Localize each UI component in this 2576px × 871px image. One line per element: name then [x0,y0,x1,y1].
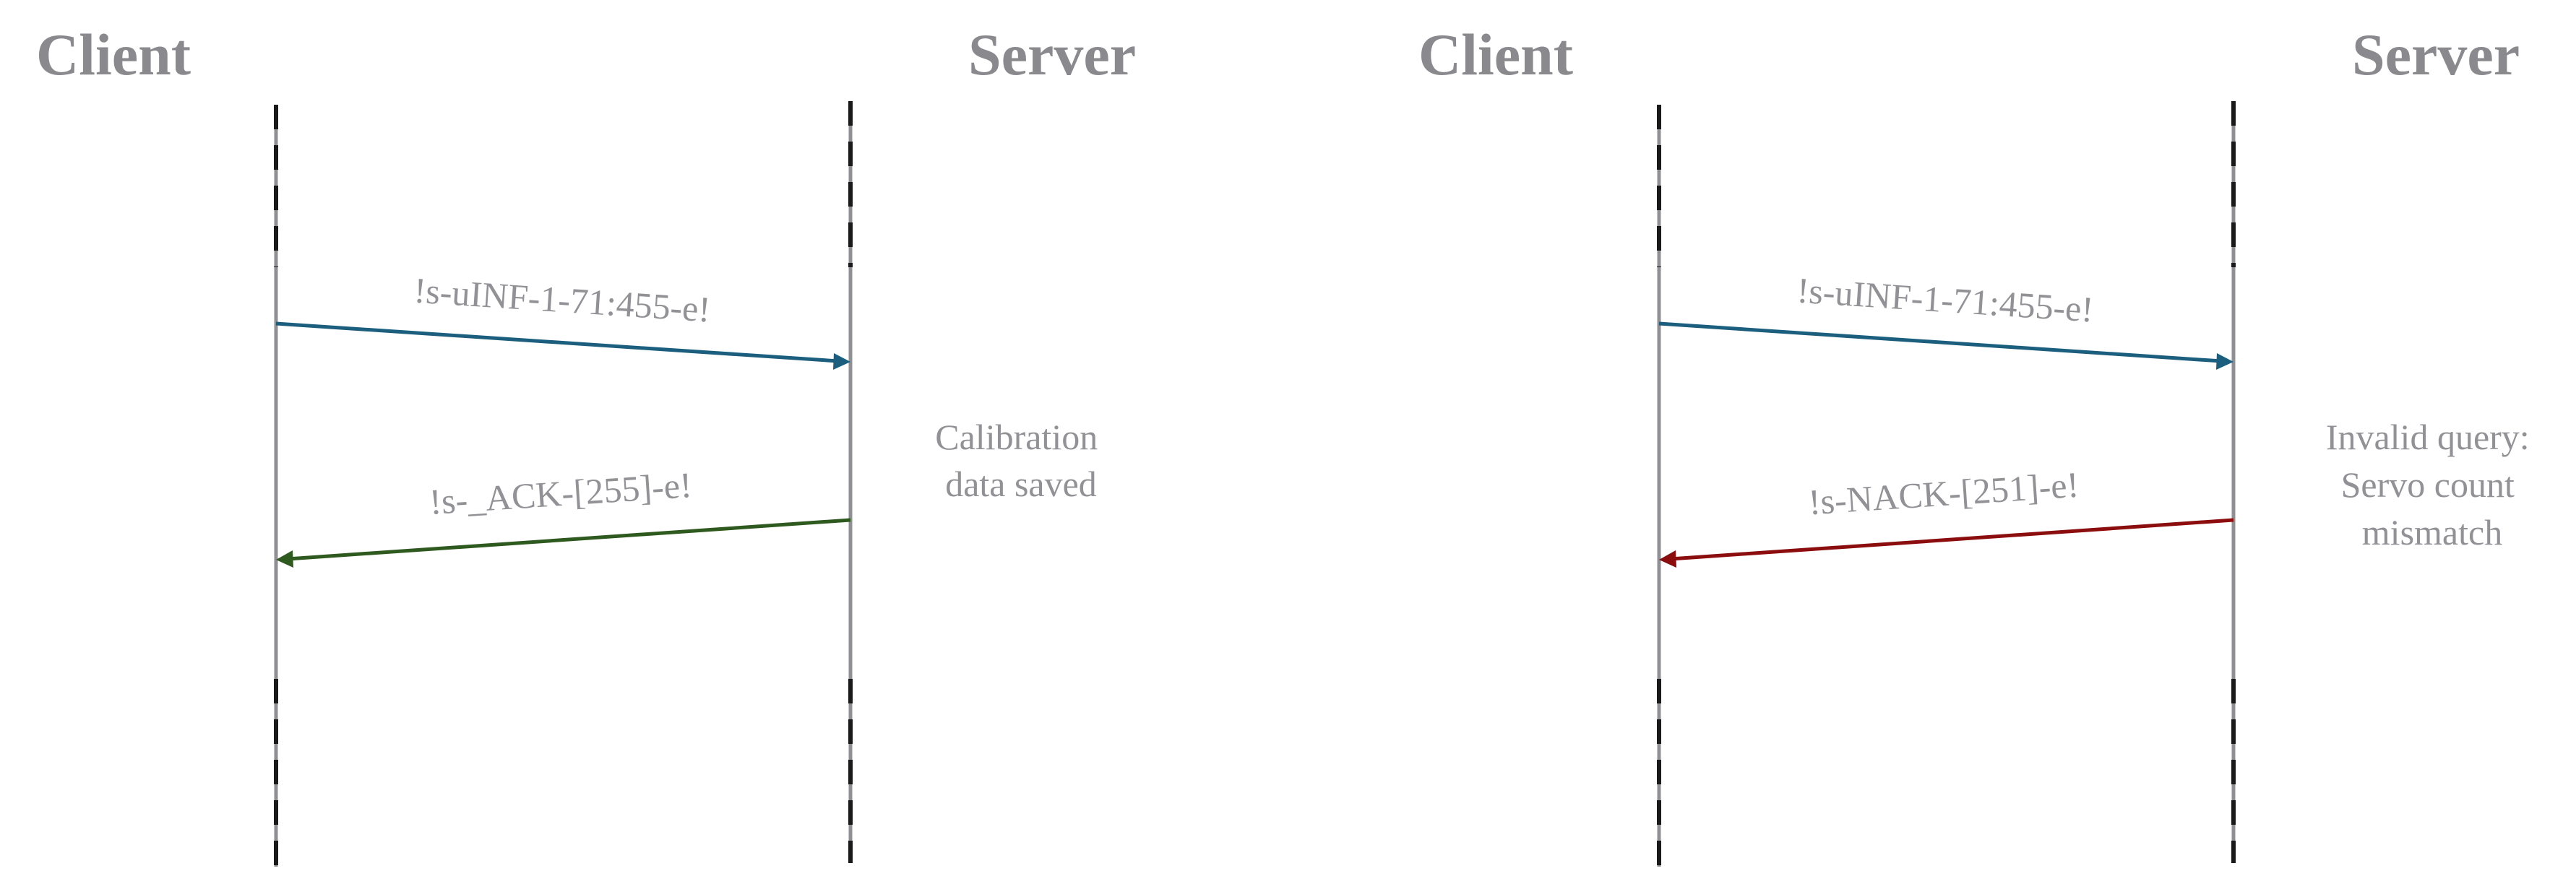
diagram-ack: Client Server !s-uINF-1-71:455-e! !s-_AC… [36,22,1136,867]
client-heading: Client [36,22,191,87]
server-heading: Server [2352,22,2520,87]
diagram-nack: Client Server !s-uINF-1-71:455-e! !s-NAC… [1418,22,2538,867]
response-label: !s-NACK-[251]-e! [1807,464,2080,523]
request-arrow [275,321,850,370]
response-arrow [1659,518,2234,568]
server-note-line: Invalid query: [2326,417,2530,457]
server-note-line: Calibration [935,417,1098,457]
client-heading: Client [1418,22,1573,87]
request-label: !s-uINF-1-71:455-e! [1796,269,2095,329]
server-note: Invalid query: Servo count mismatch [2326,417,2538,552]
server-note-line: Servo count [2341,464,2515,505]
request-arrow [1658,321,2233,370]
server-note-line: data saved [945,464,1097,504]
server-heading: Server [968,22,1136,87]
response-label: !s-_ACK-[255]-e! [428,464,694,522]
request-label: !s-uINF-1-71:455-e! [413,269,712,329]
response-arrow [276,518,851,568]
server-note: Calibration data saved [935,417,1106,504]
server-note-line: mismatch [2362,512,2502,552]
